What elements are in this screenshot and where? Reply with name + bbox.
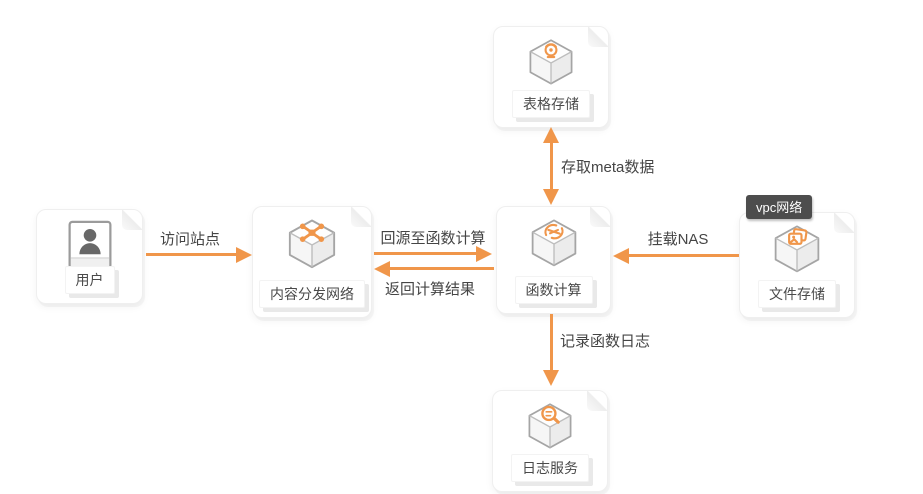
page-fold-decoration <box>588 27 608 47</box>
edge-return-result-arrowhead <box>374 260 390 277</box>
page-fold-decoration <box>834 213 854 233</box>
vpc-network-tag: vpc网络 <box>746 195 813 219</box>
edge-mount-nas-arrowhead <box>613 247 629 264</box>
node-table-store: 表格存储 <box>493 26 609 128</box>
edge-meta-arrowhead-down <box>543 189 559 205</box>
user-icon <box>67 220 113 270</box>
node-label-user: 用户 <box>64 266 115 294</box>
node-label-table-store: 表格存储 <box>512 90 590 118</box>
edge-back-to-source-label: 回源至函数计算 <box>380 230 486 247</box>
edge-back-to-source-arrowhead <box>476 245 492 262</box>
node-function-compute: 函数计算 <box>496 206 611 314</box>
node-label-cdn: 内容分发网络 <box>259 280 365 308</box>
edge-visit-site-line <box>146 253 236 256</box>
page-fold-decoration <box>587 391 607 411</box>
table-store-cube-icon <box>525 37 577 89</box>
edge-back-to-source-line <box>374 252 476 255</box>
edge-return-result-line <box>390 267 494 270</box>
node-cdn: 内容分发网络 <box>252 206 372 318</box>
edge-write-logs-label: 记录函数日志 <box>560 333 651 350</box>
edge-return-result-label: 返回计算结果 <box>384 281 476 298</box>
page-fold-decoration <box>590 207 610 227</box>
edge-mount-nas-label: 挂载NAS <box>647 231 709 248</box>
edge-visit-site-label: 访问站点 <box>159 231 221 248</box>
function-compute-cube-icon <box>527 217 581 271</box>
edge-write-logs-arrowhead <box>543 370 559 386</box>
node-label-file-storage: 文件存储 <box>758 280 836 308</box>
node-user: 用户 <box>36 209 143 304</box>
node-log-service: 日志服务 <box>492 390 608 492</box>
node-file-storage: vpc网络 文件存储 <box>739 195 855 318</box>
page-fold-decoration <box>351 207 371 227</box>
file-storage-cube-icon <box>770 223 824 277</box>
cdn-cube-icon <box>284 217 340 273</box>
edge-meta-line <box>550 143 553 189</box>
node-label-function-compute: 函数计算 <box>514 276 593 304</box>
edge-mount-nas-line <box>629 254 739 257</box>
page-fold-decoration <box>122 210 142 230</box>
node-label-log-service: 日志服务 <box>511 454 589 482</box>
log-service-cube-icon <box>524 401 576 453</box>
edge-write-logs-line <box>550 314 553 370</box>
edge-meta-arrowhead-up <box>543 127 559 143</box>
edge-meta-label: 存取meta数据 <box>561 159 655 176</box>
edge-visit-site-arrowhead <box>236 246 252 263</box>
